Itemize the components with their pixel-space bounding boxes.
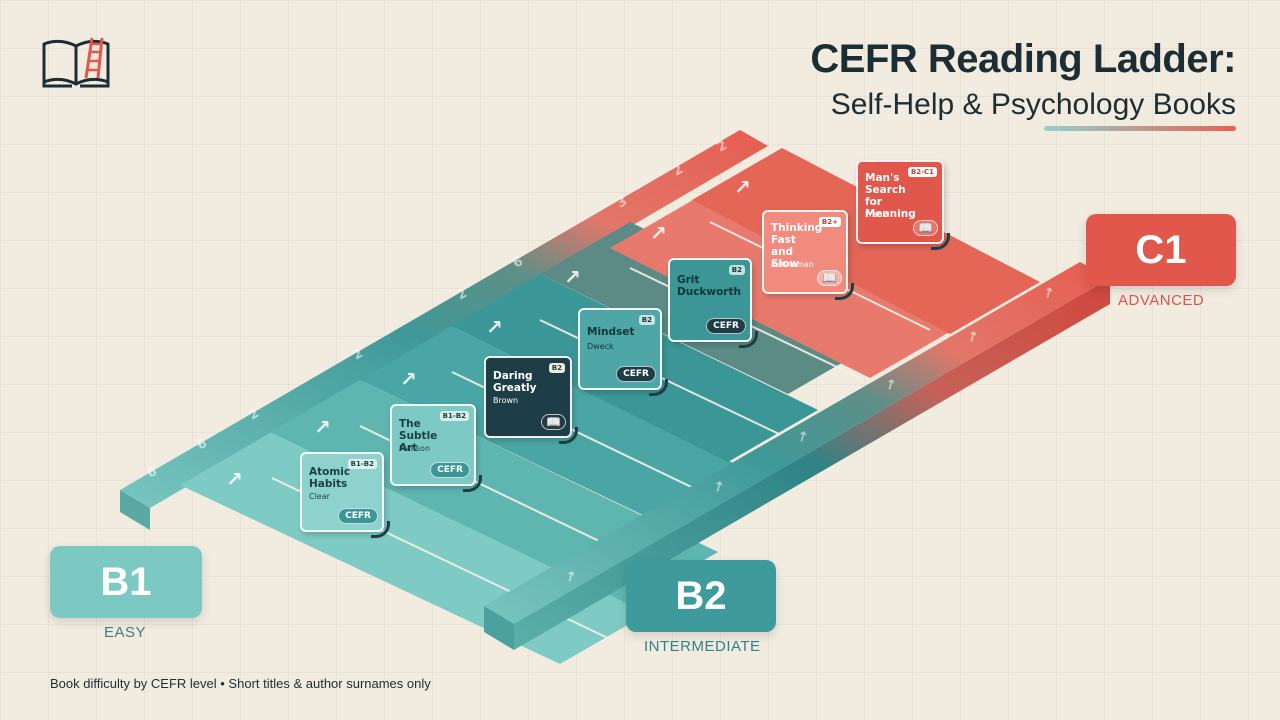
book-title: Daring Greatly: [493, 370, 537, 394]
level-label-intermediate: INTERMEDIATE: [644, 638, 761, 655]
book-level: B2: [728, 265, 745, 275]
book-level: B2: [638, 315, 655, 325]
book-level: B1-B2: [347, 459, 377, 469]
svg-text:↗: ↗: [400, 367, 417, 391]
book-title: Atomic Habits: [309, 466, 351, 490]
book-icon: 📖: [541, 414, 566, 430]
level-code: B2: [675, 573, 727, 618]
level-box-b1: B1: [50, 546, 202, 618]
card-tail-icon: [559, 427, 578, 444]
book-icon: 📖: [817, 270, 842, 286]
card-tail-icon: [931, 233, 950, 250]
svg-text:↗: ↗: [650, 221, 667, 245]
book-title: Mindset: [587, 326, 635, 338]
right-rail: [484, 262, 1110, 624]
page-subtitle: Self-Help & Psychology Books: [830, 88, 1236, 121]
book-card-thinking-fast-and-slow: B2+ Thinking Fast and Slow Kahneman 📖: [762, 210, 854, 300]
level-box-c1: C1: [1086, 214, 1236, 286]
svg-text:↗: ↗: [486, 315, 503, 339]
book-card-the-subtle-art: B1-B2 The Subtle Art Manson CEFR: [390, 404, 482, 492]
book-author: Frankl: [865, 210, 890, 219]
footer-note: Book difficulty by CEFR level • Short ti…: [50, 676, 431, 691]
svg-text:↗: ↗: [226, 467, 243, 491]
cefr-badge: CEFR: [338, 508, 378, 524]
book-ladder-logo-icon: [40, 34, 114, 90]
card-tail-icon: [835, 283, 854, 300]
level-label-advanced: ADVANCED: [1118, 292, 1205, 309]
card-tail-icon: [463, 475, 482, 492]
book-card-atomic-habits: B1-B2 Atomic Habits Clear CEFR: [300, 452, 390, 538]
book-card-daring-greatly: B2 Daring Greatly Brown 📖: [484, 356, 578, 444]
book-title: Man's Search for Meaning: [865, 172, 916, 220]
book-card-grit: B2 Grit Duckworth CEFR: [668, 258, 758, 348]
level-box-b2: B2: [626, 560, 776, 632]
svg-text:↗: ↗: [734, 175, 751, 199]
level-label-easy: EASY: [104, 624, 147, 641]
book-card-mans-search-for-meaning: B2-C1 Man's Search for Meaning Frankl 📖: [856, 160, 950, 250]
book-title: Grit Duckworth: [677, 274, 741, 298]
level-code: B1: [100, 559, 152, 604]
card-tail-icon: [371, 521, 390, 538]
book-title: The Subtle Art: [399, 418, 438, 454]
book-icon: 📖: [913, 220, 938, 236]
book-author: Brown: [493, 396, 519, 405]
book-author: Manson: [399, 444, 431, 453]
book-author: Dweck: [587, 342, 614, 351]
left-rail: [120, 130, 768, 508]
level-code: C1: [1135, 227, 1187, 272]
svg-text:↗: ↗: [314, 415, 331, 439]
book-title: Thinking Fast and Slow: [771, 222, 823, 270]
book-level: B2+: [818, 217, 841, 227]
cefr-badge: CEFR: [706, 318, 746, 334]
book-card-mindset: B2 Mindset Dweck CEFR: [578, 308, 668, 396]
book-author: Kahneman: [771, 260, 814, 269]
card-tail-icon: [739, 331, 758, 348]
book-level: B2-C1: [907, 167, 937, 177]
title-underline: [1044, 126, 1236, 131]
page-title: CEFR Reading Ladder:: [810, 37, 1236, 81]
book-level: B2: [548, 363, 565, 373]
title-block: CEFR Reading Ladder: Self-Help & Psychol…: [810, 36, 1236, 124]
cefr-badge: CEFR: [430, 462, 470, 478]
book-level: B1-B2: [439, 411, 469, 421]
svg-text:↗: ↗: [564, 265, 581, 289]
cefr-badge: CEFR: [616, 366, 656, 382]
book-author: Clear: [309, 492, 330, 501]
card-tail-icon: [649, 379, 668, 396]
